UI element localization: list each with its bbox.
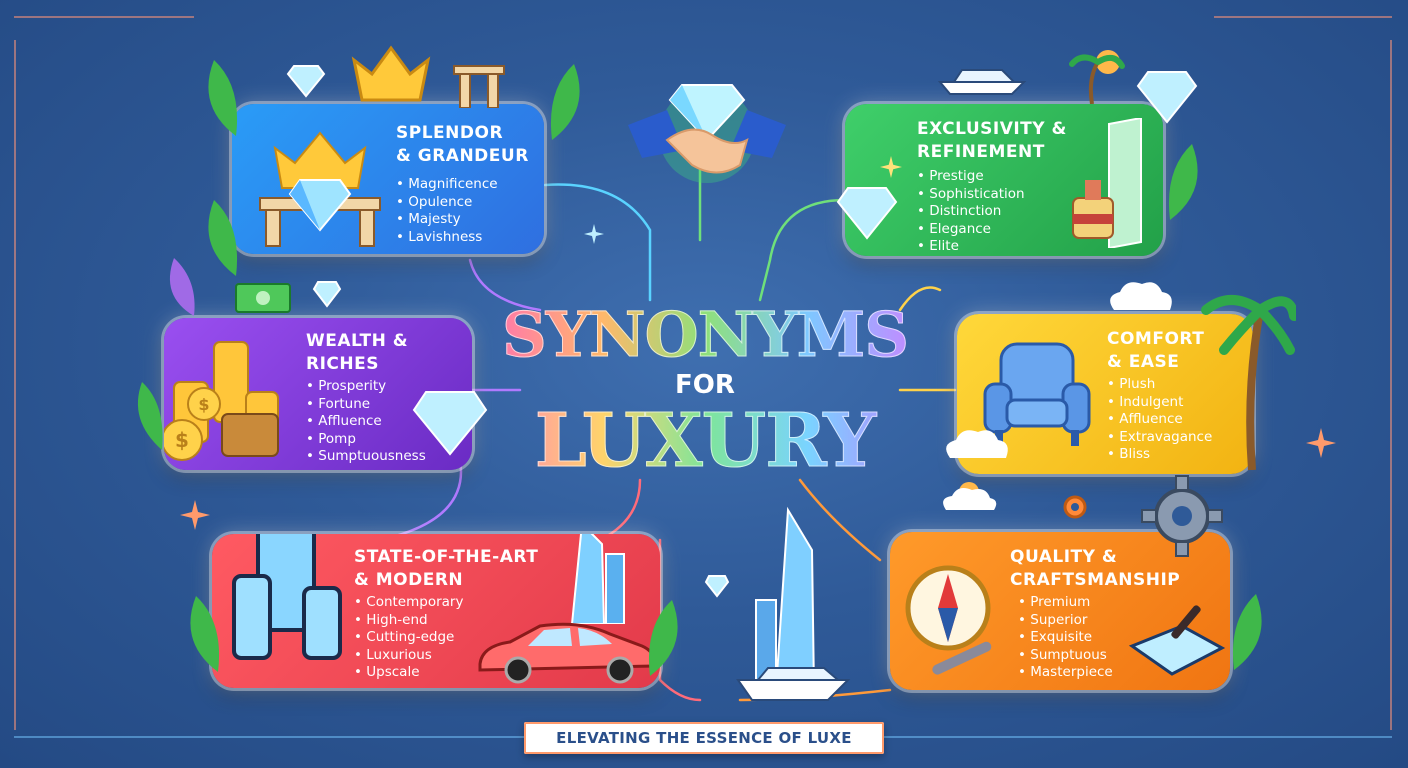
columns-icon [453,65,505,108]
svg-text:$: $ [175,428,189,452]
list-item: Sumptuous [1018,647,1113,665]
card-heading: EXCLUSIVITY & REFINEMENT [917,119,1067,162]
list-item: Majesty [396,211,498,229]
card-list: Magnificence Opulence Majesty Lavishness [396,176,498,247]
leaf-icon [648,600,678,676]
leaf-icon [190,596,220,672]
list-item: Premium [1018,594,1113,612]
list-item: Bliss [1107,446,1212,464]
sparkle-icon [584,224,604,244]
main-title: SYNONYMS FOR LUXURY [500,288,910,488]
card-list: Plush Indulgent Affluence Extravagance B… [1107,376,1212,464]
cloud-icon [943,482,997,510]
handshake-icon [628,84,786,183]
frame-right [1390,40,1392,730]
cloud-icon [1110,282,1172,310]
list-item: Fortune [306,396,426,414]
list-item: Affluence [306,413,426,431]
leaf-icon [550,64,580,140]
compass-icon [905,565,992,675]
card-quality-craftsmanship: QUALITY & CRAFTSMANSHIP Premium Superior… [890,532,1230,690]
list-item: Contemporary [354,594,463,612]
list-item: Superior [1018,612,1113,630]
card-splendor-grandeur: SPLENDOR & GRANDEUR Magnificence Opulenc… [232,104,544,254]
frame-top-right [1214,16,1392,18]
armchair-icon [983,342,1091,446]
palm-tree-icon-small [1069,50,1125,104]
card-list: Prosperity Fortune Affluence Pomp Sumptu… [306,378,426,466]
card-exclusivity-refinement: EXCLUSIVITY & REFINEMENT Prestige Sophis… [845,104,1163,256]
leaf-icon [137,382,163,450]
gear-icon-small [1063,495,1087,519]
list-item: Exquisite [1018,629,1113,647]
palm-tree-icon [1201,295,1296,470]
sparkle-icon [1306,428,1336,458]
card-heading: COMFORT & EASE [1107,329,1205,372]
card-list: Premium Superior Exquisite Sumptuous Mas… [1018,594,1113,682]
gear-icon [1141,475,1223,557]
list-item: Indulgent [1107,394,1212,412]
list-item: Prosperity [306,378,426,396]
card-heading: WEALTH & RICHES [306,331,409,374]
list-item: Pomp [306,431,426,449]
tagline-banner: ELEVATING THE ESSENCE OF LUXE [524,722,884,754]
perfume-bottle-icon [1072,118,1142,248]
list-item: Plush [1107,376,1212,394]
list-item: Magnificence [396,176,497,194]
list-item: Prestige [917,168,1025,186]
list-item: Sophistication [917,186,1024,204]
card-list: Prestige Sophistication Distinction Eleg… [917,168,1025,256]
card-list: Contemporary High-end Cutting-edge Luxur… [354,594,463,682]
list-item: Masterpiece [1018,664,1112,682]
title-line-for: FOR [675,370,735,400]
diamond-icon [1136,71,1198,124]
leaf-icon [169,258,195,316]
sparkle-icon [880,156,902,178]
smartphone-icon [232,534,342,660]
leaf-icon [1168,144,1198,220]
list-item: Lavishness [396,229,498,247]
list-item: Elegance [917,221,1025,239]
list-item: Affluence [1107,411,1212,429]
card-wealth-riches: WEALTH & RICHES Prosperity Fortune Afflu… [164,318,472,470]
coins-icon: $ $ [164,341,279,461]
leaf-icon [208,200,238,276]
title-line-synonyms: SYNONYMS [501,298,909,372]
diamond-icon [286,65,326,98]
diamond-icon [412,391,488,456]
list-item: Luxurious [354,647,463,665]
skyscraper-icon [736,506,851,701]
crown-icon [259,131,381,247]
leaf-icon [1232,594,1262,670]
list-item: Distinction [917,203,1025,221]
list-item: Upscale [354,664,463,682]
frame-top-left [14,16,194,18]
list-item: High-end [354,612,463,630]
card-state-of-the-art-modern: STATE-OF-THE-ART & MODERN Contemporary H… [212,534,660,688]
glass-panel-icon [1128,605,1226,676]
list-item: Extravagance [1107,429,1212,447]
car-icon [478,622,656,684]
sparkle-icon [180,500,210,530]
cloud-icon [946,430,1008,458]
title-line-luxury: LUXURY [500,398,910,485]
diamond-icon [836,187,898,240]
diamond-icon [704,575,730,598]
diamond-icon [312,281,342,308]
card-heading: SPLENDOR & GRANDEUR [396,123,529,166]
list-item: Sumptuousness [306,448,425,466]
list-item: Cutting-edge [354,629,463,647]
skyscraper-icon [570,534,625,624]
card-heading: STATE-OF-THE-ART & MODERN [354,547,539,590]
crown-icon [351,45,431,102]
svg-text:$: $ [198,395,209,414]
list-item: Elite [917,238,1025,256]
frame-left [14,40,16,730]
list-item: Opulence [396,194,498,212]
yacht-icon [937,69,1027,95]
card-heading: QUALITY & CRAFTSMANSHIP [1010,547,1181,590]
leaf-icon [208,60,238,136]
money-icon [235,283,291,313]
